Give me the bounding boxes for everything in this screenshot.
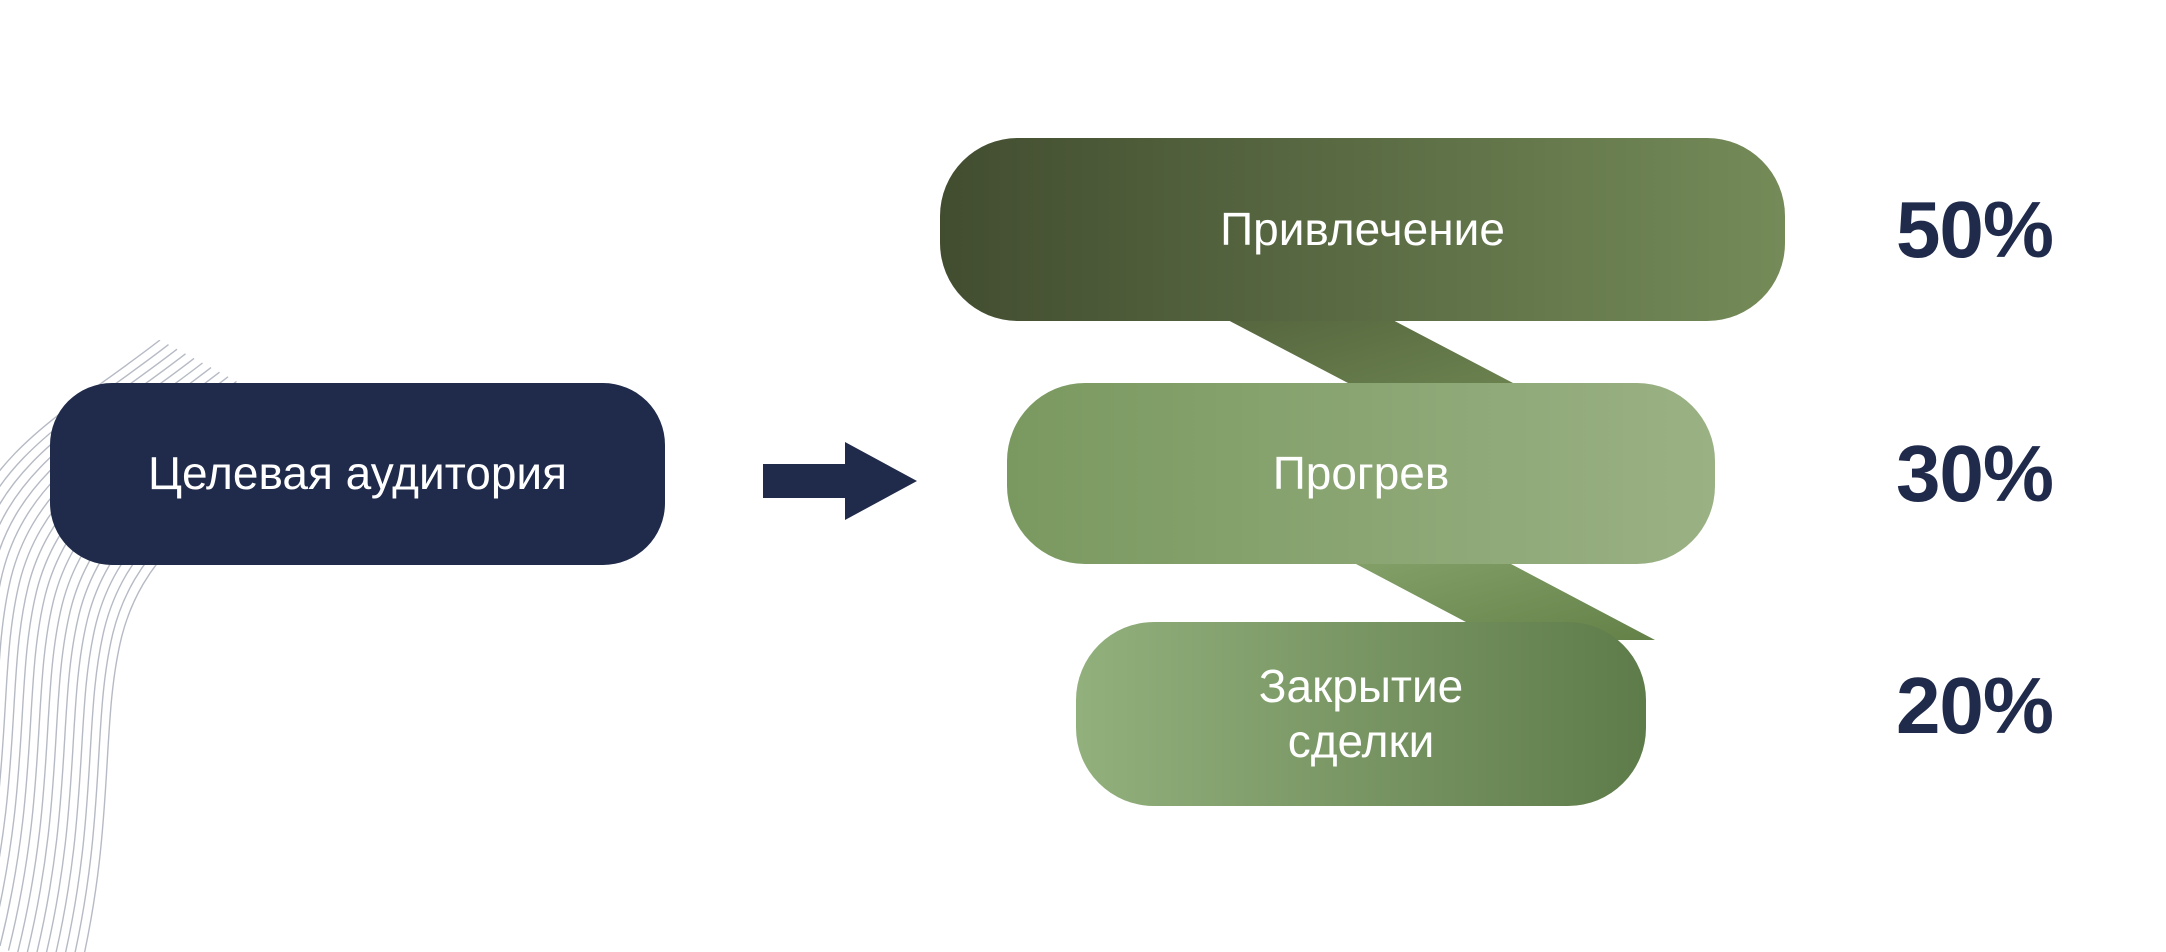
stage-attraction-percent: 50% — [1895, 185, 2054, 274]
source-audience-label: Целевая аудитория — [147, 447, 568, 500]
funnel-stage-warming-label: Прогрев — [1272, 446, 1450, 499]
funnel-stage-closing: Закрытие сделки — [1076, 622, 1646, 806]
stage-warming-percent: 30% — [1895, 429, 2054, 518]
funnel-stage-warming: Прогрев — [1007, 383, 1715, 564]
source-audience-pill: Целевая аудитория — [50, 383, 665, 565]
funnel-stage-closing-label: Закрытие сделки — [1258, 659, 1464, 767]
funnel-stage-attraction: Привлечение — [940, 138, 1785, 321]
stage-closing-percent: 20% — [1895, 661, 2054, 750]
funnel-stage-attraction-label: Привлечение — [1220, 202, 1505, 255]
right-arrow-icon — [763, 442, 917, 520]
